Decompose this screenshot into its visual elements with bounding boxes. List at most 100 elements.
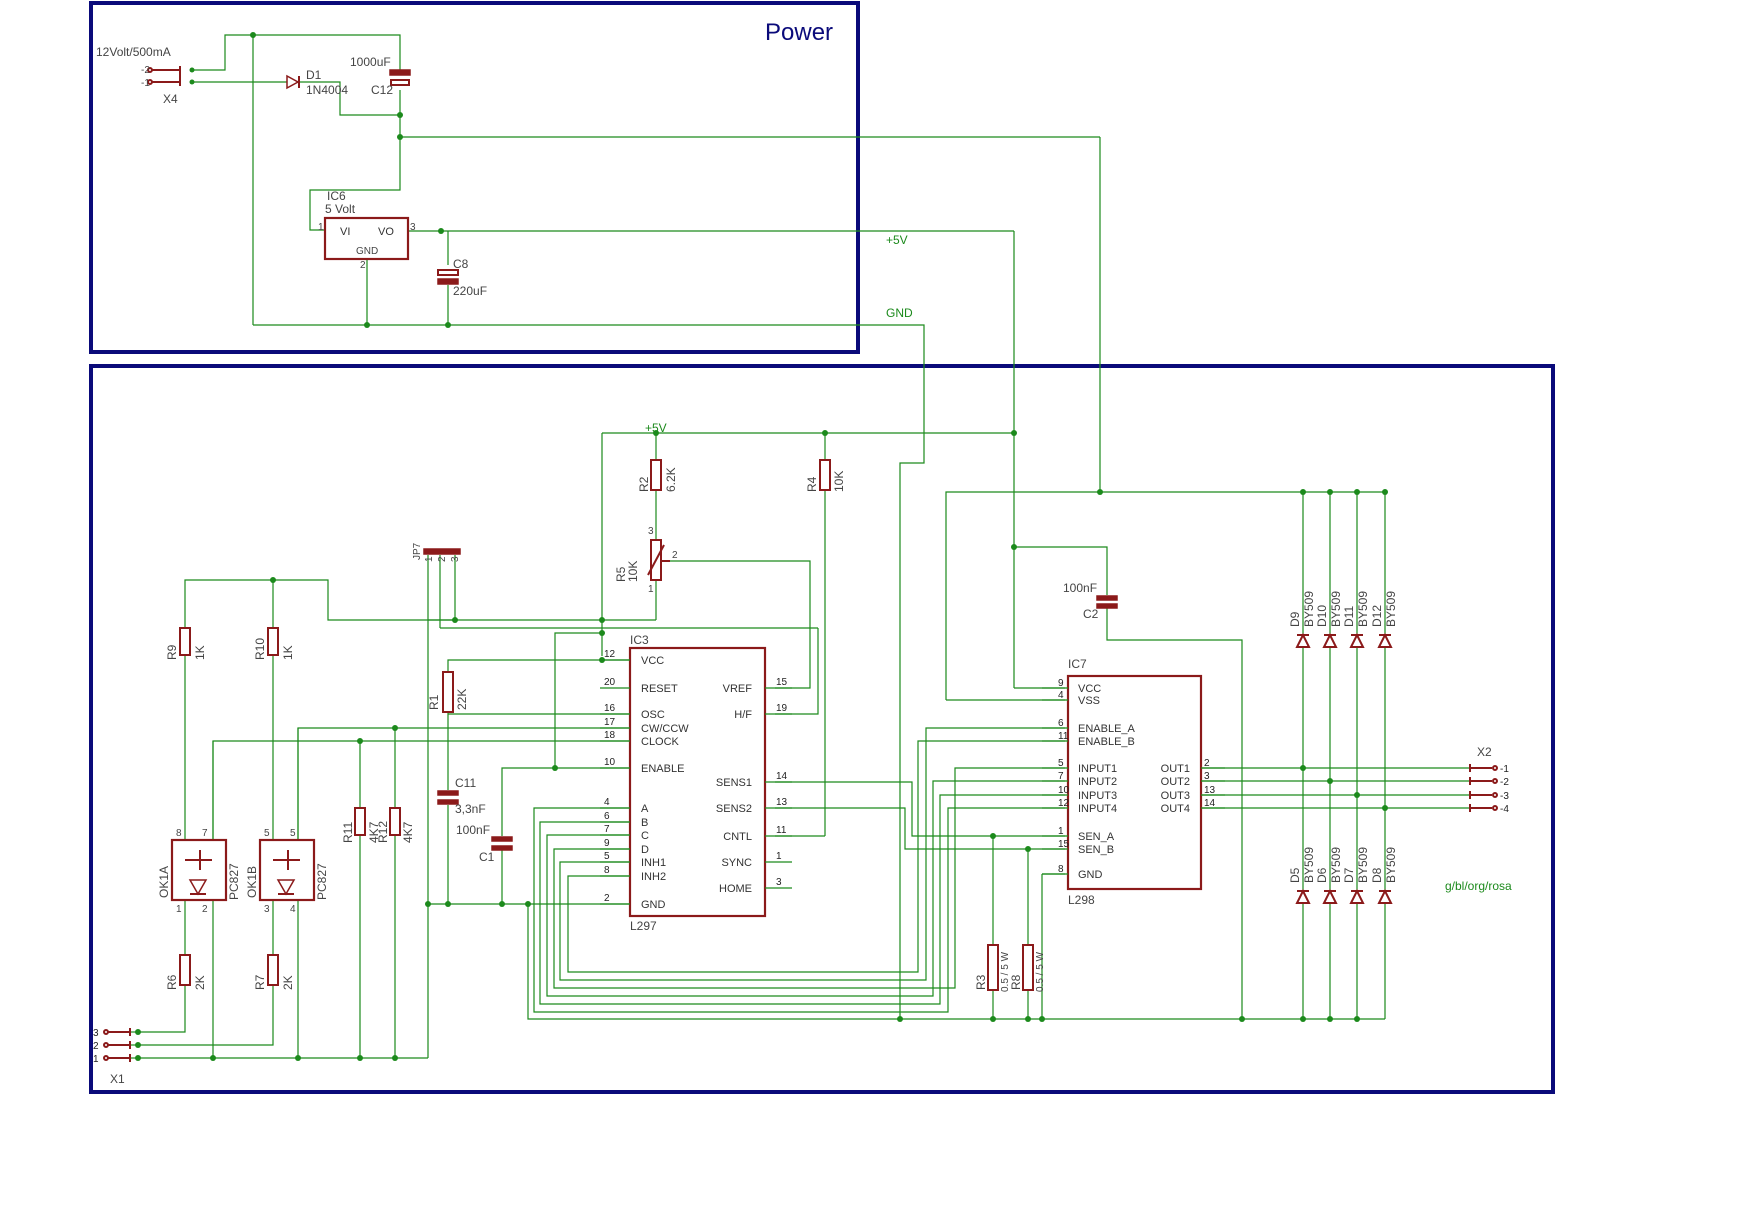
ic3-pin-number: 12 — [604, 649, 616, 660]
regulator-ic6: VI VO GND IC6 5 Volt 1 3 2 — [318, 189, 416, 271]
ic3-pin-name: SENS1 — [716, 777, 752, 789]
ic3-pin-number: 2 — [604, 893, 610, 904]
svg-text:IC7: IC7 — [1068, 657, 1087, 671]
power-rating-label: 12Volt/500mA — [96, 45, 171, 59]
svg-text:7: 7 — [202, 828, 208, 839]
svg-text:3: 3 — [410, 222, 416, 233]
diode-value: BY509 — [1329, 847, 1343, 883]
diode-value: BY509 — [1384, 591, 1398, 627]
svg-text:R10: R10 — [253, 638, 267, 660]
svg-text:2: 2 — [202, 904, 208, 915]
ic3-pin-number: 1 — [776, 851, 782, 862]
capacitor-c8: C8 220uF — [437, 257, 487, 298]
optocoupler-ok1a: OK1A PC827 8 7 1 2 — [157, 828, 241, 915]
ic7-pin-number: 7 — [1058, 771, 1064, 782]
svg-text:VO: VO — [378, 226, 394, 238]
net-label-gnd: GND — [886, 306, 913, 320]
ic3-pin-number: 7 — [604, 824, 610, 835]
svg-text:1K: 1K — [193, 645, 207, 660]
svg-text:IC6: IC6 — [327, 189, 346, 203]
x1-pin-terminal — [103, 1042, 109, 1048]
ic3-pin-name: A — [641, 803, 649, 815]
svg-text:R3: R3 — [974, 974, 988, 990]
power-title: Power — [765, 19, 833, 46]
svg-text:X2: X2 — [1477, 745, 1492, 759]
ic3-pin-name: OSC — [641, 709, 665, 721]
diode-value: BY509 — [1302, 591, 1316, 627]
svg-text:1: 1 — [176, 904, 182, 915]
svg-text:3: 3 — [450, 556, 461, 562]
diode-ref: D6 — [1315, 867, 1329, 883]
diode-value: BY509 — [1356, 591, 1370, 627]
jumper-jp7: JP7 1 2 3 — [412, 542, 461, 562]
driver-frame — [89, 364, 1555, 1094]
capacitor-c11: C11 3,3nF — [437, 776, 486, 816]
svg-text:0.5 / 5 W: 0.5 / 5 W — [1035, 951, 1046, 992]
x1-pin-terminal — [103, 1055, 109, 1061]
ic7-pin-name: INPUT4 — [1078, 803, 1117, 815]
ic7-pin-number: 3 — [1204, 771, 1210, 782]
svg-text:3: 3 — [264, 904, 270, 915]
ic3-pin-name: GND — [641, 899, 666, 911]
resistor-r9: R9 1K — [165, 627, 207, 660]
svg-text:R4: R4 — [805, 476, 819, 492]
svg-text:10K: 10K — [832, 471, 846, 492]
svg-text:VI: VI — [340, 226, 350, 238]
ic3-pin-name: INH2 — [641, 871, 666, 883]
power-frame — [89, 1, 860, 354]
svg-text:X4: X4 — [163, 92, 178, 106]
ic3-pin-number: 15 — [776, 677, 788, 688]
resistor-r6: R6 2K — [165, 954, 207, 990]
ic3-pin-number: 6 — [604, 811, 610, 822]
ic7-pin-name: INPUT2 — [1078, 776, 1117, 788]
diode-value: BY509 — [1356, 847, 1370, 883]
ic7-pin-number: 6 — [1058, 718, 1064, 729]
svg-text:R12: R12 — [376, 821, 390, 843]
ic3-pin-number: 14 — [776, 771, 788, 782]
x2-pin-label: -2 — [1500, 777, 1509, 788]
svg-text:6.2K: 6.2K — [664, 467, 678, 492]
resistor-r12: R12 4K7 — [376, 807, 415, 843]
x2-pin-label: -4 — [1500, 804, 1509, 815]
potentiometer-r5: R5 10K 3 2 1 — [614, 526, 678, 595]
svg-text:R2: R2 — [637, 476, 651, 492]
ic3-pin-number: 8 — [604, 865, 610, 876]
svg-text:C8: C8 — [453, 257, 469, 271]
svg-text:C11: C11 — [455, 776, 476, 790]
ic3-pin-name: B — [641, 817, 648, 829]
driver-wires — [138, 432, 1470, 1059]
diode-ref: D10 — [1315, 605, 1329, 627]
power-connector-x4: 12Volt/500mA -2 -1 X4 — [96, 45, 181, 106]
svg-text:1N4004: 1N4004 — [306, 83, 348, 97]
ic3-pin-name: CW/CCW — [641, 723, 689, 735]
ic3-pin-name: VCC — [641, 655, 664, 667]
svg-text:1K: 1K — [281, 645, 295, 660]
ic7-pin-number: 10 — [1058, 785, 1070, 796]
resistor-r4: R4 10K — [805, 459, 846, 492]
ic7-pin-number: 8 — [1058, 864, 1064, 875]
svg-text:IC3: IC3 — [630, 633, 649, 647]
ic3-pin-name: CLOCK — [641, 736, 680, 748]
capacitor-c1: 100nF C1 — [456, 823, 513, 864]
svg-text:C2: C2 — [1083, 607, 1099, 621]
diode-ref: D12 — [1370, 605, 1384, 627]
ic3-l297: IC3 L297 12VCC20RESET16OSC17CW/CCW18CLOC… — [600, 633, 792, 933]
ic3-pin-number: 10 — [604, 757, 616, 768]
svg-text:4K7: 4K7 — [367, 821, 381, 843]
ic7-pin-number: 1 — [1058, 826, 1064, 837]
ic3-pin-name: VREF — [723, 683, 753, 695]
diode-value: BY509 — [1302, 847, 1316, 883]
ic7-pin-number: 12 — [1058, 798, 1070, 809]
svg-text:5: 5 — [264, 828, 270, 839]
x2-pin-terminal — [1492, 778, 1498, 784]
ic3-pin-name: INH1 — [641, 857, 666, 869]
diode-value: BY509 — [1329, 591, 1343, 627]
ic7-pin-name: SEN_B — [1078, 844, 1114, 856]
driver-junctions — [135, 430, 1388, 1061]
